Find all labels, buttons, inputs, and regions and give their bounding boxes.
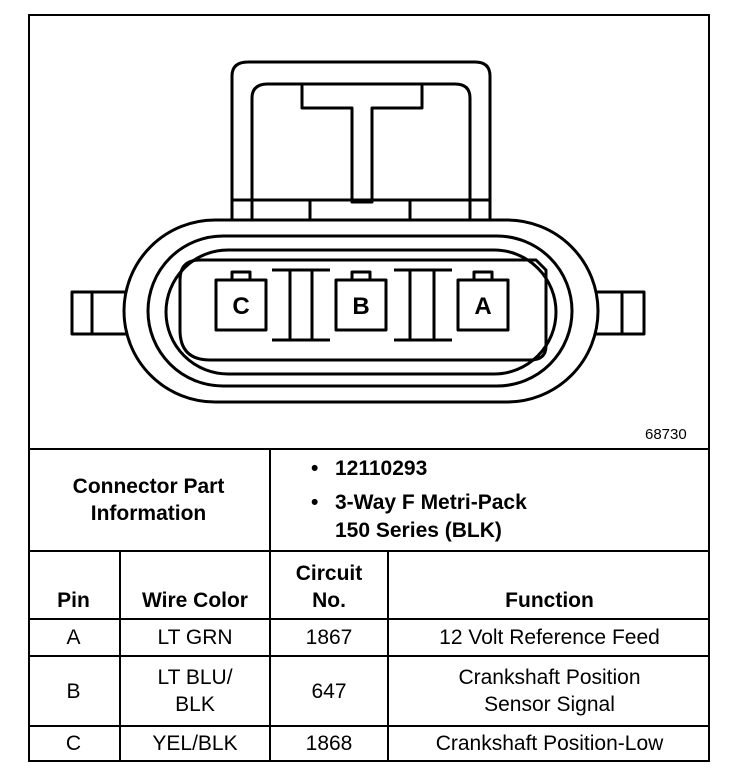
cell-wire-color: LT BLU/ BLK [119,655,271,727]
bullet-icon: • [311,457,319,480]
header-wire-color: Wire Color [119,550,271,620]
part-info-value: • 12110293 • 3-Way F Metri-Pack 150 Seri… [269,448,710,552]
header-row: Pin Wire Color Circuit No. Function [28,550,710,620]
connector-left-ear [70,290,130,336]
header-pin: Pin [28,550,121,620]
connector-housing-middle [146,234,574,388]
table-row: C YEL/BLK 1868 Crankshaft Position-Low [28,725,710,762]
part-info-label: Connector Part Information [28,448,271,552]
connector-lock-t [300,84,424,204]
bullet-icon: • [311,491,319,514]
connector-face [178,258,548,362]
pin-cavity-a [456,270,510,332]
pin-cavity-b [334,270,388,332]
pin-label-a: A [474,293,491,320]
cell-circuit: 1868 [269,725,389,762]
cell-wire-color: YEL/BLK [119,725,271,762]
cell-function: Crankshaft Position-Low [387,725,710,762]
part-number: • 12110293 [311,455,710,483]
cell-pin: A [28,618,121,657]
header-function: Function [387,550,710,620]
connector-lock-inner [250,82,472,222]
connector-diagram: C B A [70,60,646,404]
cell-pin: B [28,655,121,727]
connector-right-ear [590,290,646,336]
table-row: A LT GRN 1867 12 Volt Reference Feed [28,618,710,657]
pin-cavity-c [214,270,268,332]
part-info-row: Connector Part Information • 12110293 • … [28,448,710,552]
cell-circuit: 647 [269,655,389,727]
cell-pin: C [28,725,121,762]
diagram-frame [28,14,710,762]
figure-number: 68730 [645,426,687,443]
part-description: • 3-Way F Metri-Pack 150 Series (BLK) [311,491,527,542]
cavity-separator-left [272,268,330,342]
connector-lock-tab [230,60,492,222]
cell-circuit: 1867 [269,618,389,657]
header-circuit: Circuit No. [269,550,389,620]
cell-function: 12 Volt Reference Feed [387,618,710,657]
connector-info-table: Connector Part Information • 12110293 • … [28,448,710,762]
cell-function: Crankshaft Position Sensor Signal [387,655,710,727]
pin-label-b: B [352,293,369,320]
cavity-separator-right [394,268,452,342]
table-row: B LT BLU/ BLK 647 Crankshaft Position Se… [28,655,710,727]
connector-housing-outer [122,218,600,404]
pin-label-c: C [232,293,249,320]
connector-housing-inner [164,248,558,376]
cell-wire-color: LT GRN [119,618,271,657]
